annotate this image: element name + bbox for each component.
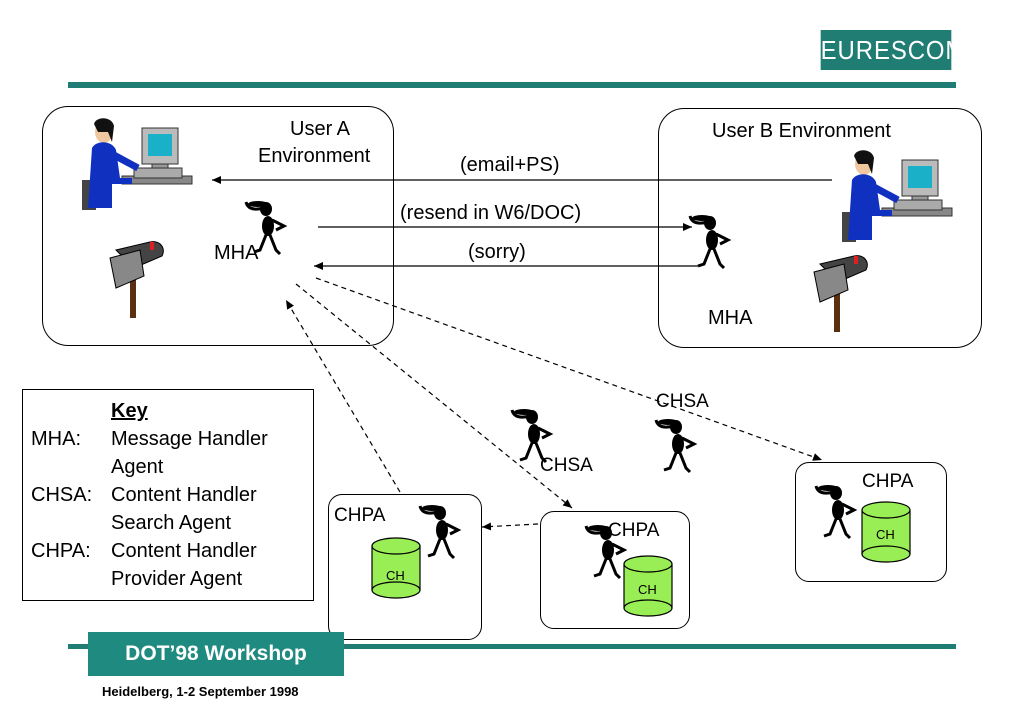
key-abbr-chsa: CHSA:: [31, 484, 93, 506]
key-abbr-mha: MHA:: [31, 428, 81, 450]
user-b-agent-label: MHA: [708, 307, 753, 329]
key-desc-chsa-1: Content Handler: [111, 484, 257, 506]
header-rule: [68, 82, 956, 88]
dashed-arrow-mha-to-chpa-middle: [295, 283, 573, 509]
agent-figure-icon: [688, 213, 730, 270]
mailbox-icon: [109, 241, 164, 319]
chpa-label-right: CHPA: [862, 471, 914, 492]
message-email-ps: (email+PS): [460, 154, 560, 176]
user-b-label: User B Environment: [712, 120, 891, 142]
key-desc-mha-1: Message Handler: [111, 428, 268, 450]
ch-label-left: CH: [386, 568, 405, 583]
message-sorry: (sorry): [468, 241, 526, 263]
key-desc-chsa-2: Search Agent: [111, 512, 232, 534]
key-box: Key MHA: Message Handler Agent CHSA: Con…: [22, 389, 314, 601]
key-title: Key: [111, 400, 148, 422]
footer-rule-left: [68, 644, 90, 649]
user-at-computer-icon: [82, 118, 192, 210]
dashed-arrow-chpa-left-to-mha: [285, 299, 401, 493]
ch-label-middle: CH: [638, 582, 657, 597]
agent-figure-icon: [814, 483, 856, 540]
user-at-computer-icon: [842, 150, 952, 242]
chpa-label-left: CHPA: [334, 505, 386, 526]
key-desc-mha-2: Agent: [111, 456, 164, 478]
agent-figure-icon: [654, 417, 696, 474]
message-resend: (resend in W6/DOC): [400, 202, 582, 224]
agent-figure-icon: [418, 503, 460, 560]
eurescom-logo: EURESCOM: [820, 30, 965, 70]
dashed-arrow-chpa-middle-to-left: [481, 522, 539, 531]
user-a-label-line2: Environment: [258, 145, 371, 167]
ch-label-right: CH: [876, 527, 895, 542]
footer-workshop-tab: DOT’98 Workshop: [88, 632, 344, 676]
chsa-label-top: CHSA: [656, 391, 709, 412]
user-a-agent-label: MHA: [214, 242, 259, 264]
chpa-label-middle: CHPA: [608, 520, 660, 541]
user-a-label-line1: User A: [290, 118, 351, 140]
mailbox-icon: [813, 255, 868, 333]
key-desc-chpa-2: Provider Agent: [111, 568, 243, 590]
key-abbr-chpa: CHPA:: [31, 540, 91, 562]
footer-rule-right: [344, 644, 956, 649]
footer-date: Heidelberg, 1-2 September 1998: [102, 684, 299, 699]
dashed-arrow-mha-to-chpa-right: [315, 277, 823, 461]
key-desc-chpa-1: Content Handler: [111, 540, 257, 562]
chsa-label-middle: CHSA: [540, 455, 593, 476]
